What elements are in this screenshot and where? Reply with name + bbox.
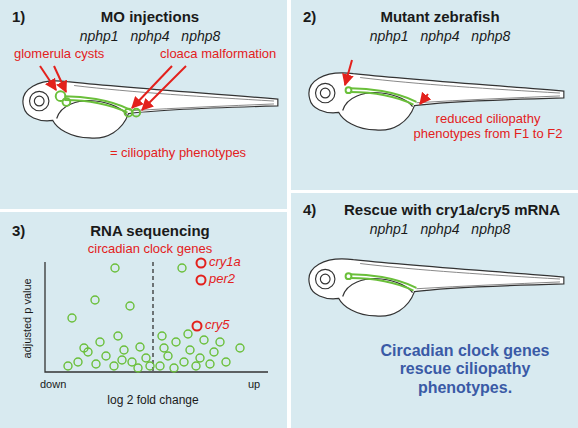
panel-box: 2) Mutant zebrafish nphp1 nphp4 nphp8 reduc… bbox=[291, 0, 578, 190]
panel-text: nphp1 nphp4 nphp8 bbox=[370, 221, 511, 237]
panel-box: 1) MO injections nphp1 nphp4 nphp8 glomerul… bbox=[0, 0, 287, 209]
panel-text: adjusted p value bbox=[21, 278, 34, 358]
panel-text: cry5 bbox=[205, 318, 230, 333]
panel-text: MO injections bbox=[101, 8, 199, 25]
panel-text: RNA sequencing bbox=[90, 222, 209, 239]
panel-text: cry1a bbox=[209, 255, 241, 270]
panel-number: 2) bbox=[303, 8, 316, 25]
pointer-arrow bbox=[142, 66, 186, 110]
panel-text: Mutant zebrafish bbox=[380, 8, 499, 25]
panel-number: 1) bbox=[12, 8, 25, 25]
zebrafish-larva bbox=[309, 259, 564, 316]
panel-number: 4) bbox=[303, 201, 316, 218]
panel-number: 3) bbox=[12, 222, 25, 239]
panel-text: glomerula cysts bbox=[14, 47, 104, 62]
panel-text: reduced ciliopathy phenotypes from F1 to… bbox=[406, 112, 571, 142]
pointer-arrow bbox=[420, 94, 428, 104]
panel-box: 3)RNA sequencingcircadian clock genescry… bbox=[0, 212, 287, 428]
panel-text: Rescue with cry1a/cry5 mRNA bbox=[344, 201, 560, 218]
panel-text: per2 bbox=[209, 272, 235, 287]
pointer-arrow bbox=[54, 66, 66, 92]
panel-text: nphp1 nphp4 nphp8 bbox=[80, 28, 221, 44]
panel-text: up bbox=[248, 378, 260, 391]
panel-text: cloaca malformation bbox=[160, 47, 276, 62]
panel-box: 4) Rescue with cry1a/cry5 mRNA nphp1 nphp4… bbox=[291, 193, 578, 428]
panel-text: Circadian clock genes rescue ciliopathy … bbox=[365, 342, 565, 397]
panel-text: nphp1 nphp4 nphp8 bbox=[370, 28, 511, 44]
pointer-arrow bbox=[345, 60, 352, 85]
panel-text: circadian clock genes bbox=[88, 242, 212, 257]
pointer-arrow bbox=[40, 66, 56, 90]
panel-text: = ciliopathy phenotypes bbox=[110, 146, 246, 161]
panel-text: down bbox=[40, 378, 66, 391]
volcano-plot bbox=[45, 259, 268, 373]
panel-text: log 2 fold change bbox=[107, 394, 198, 408]
